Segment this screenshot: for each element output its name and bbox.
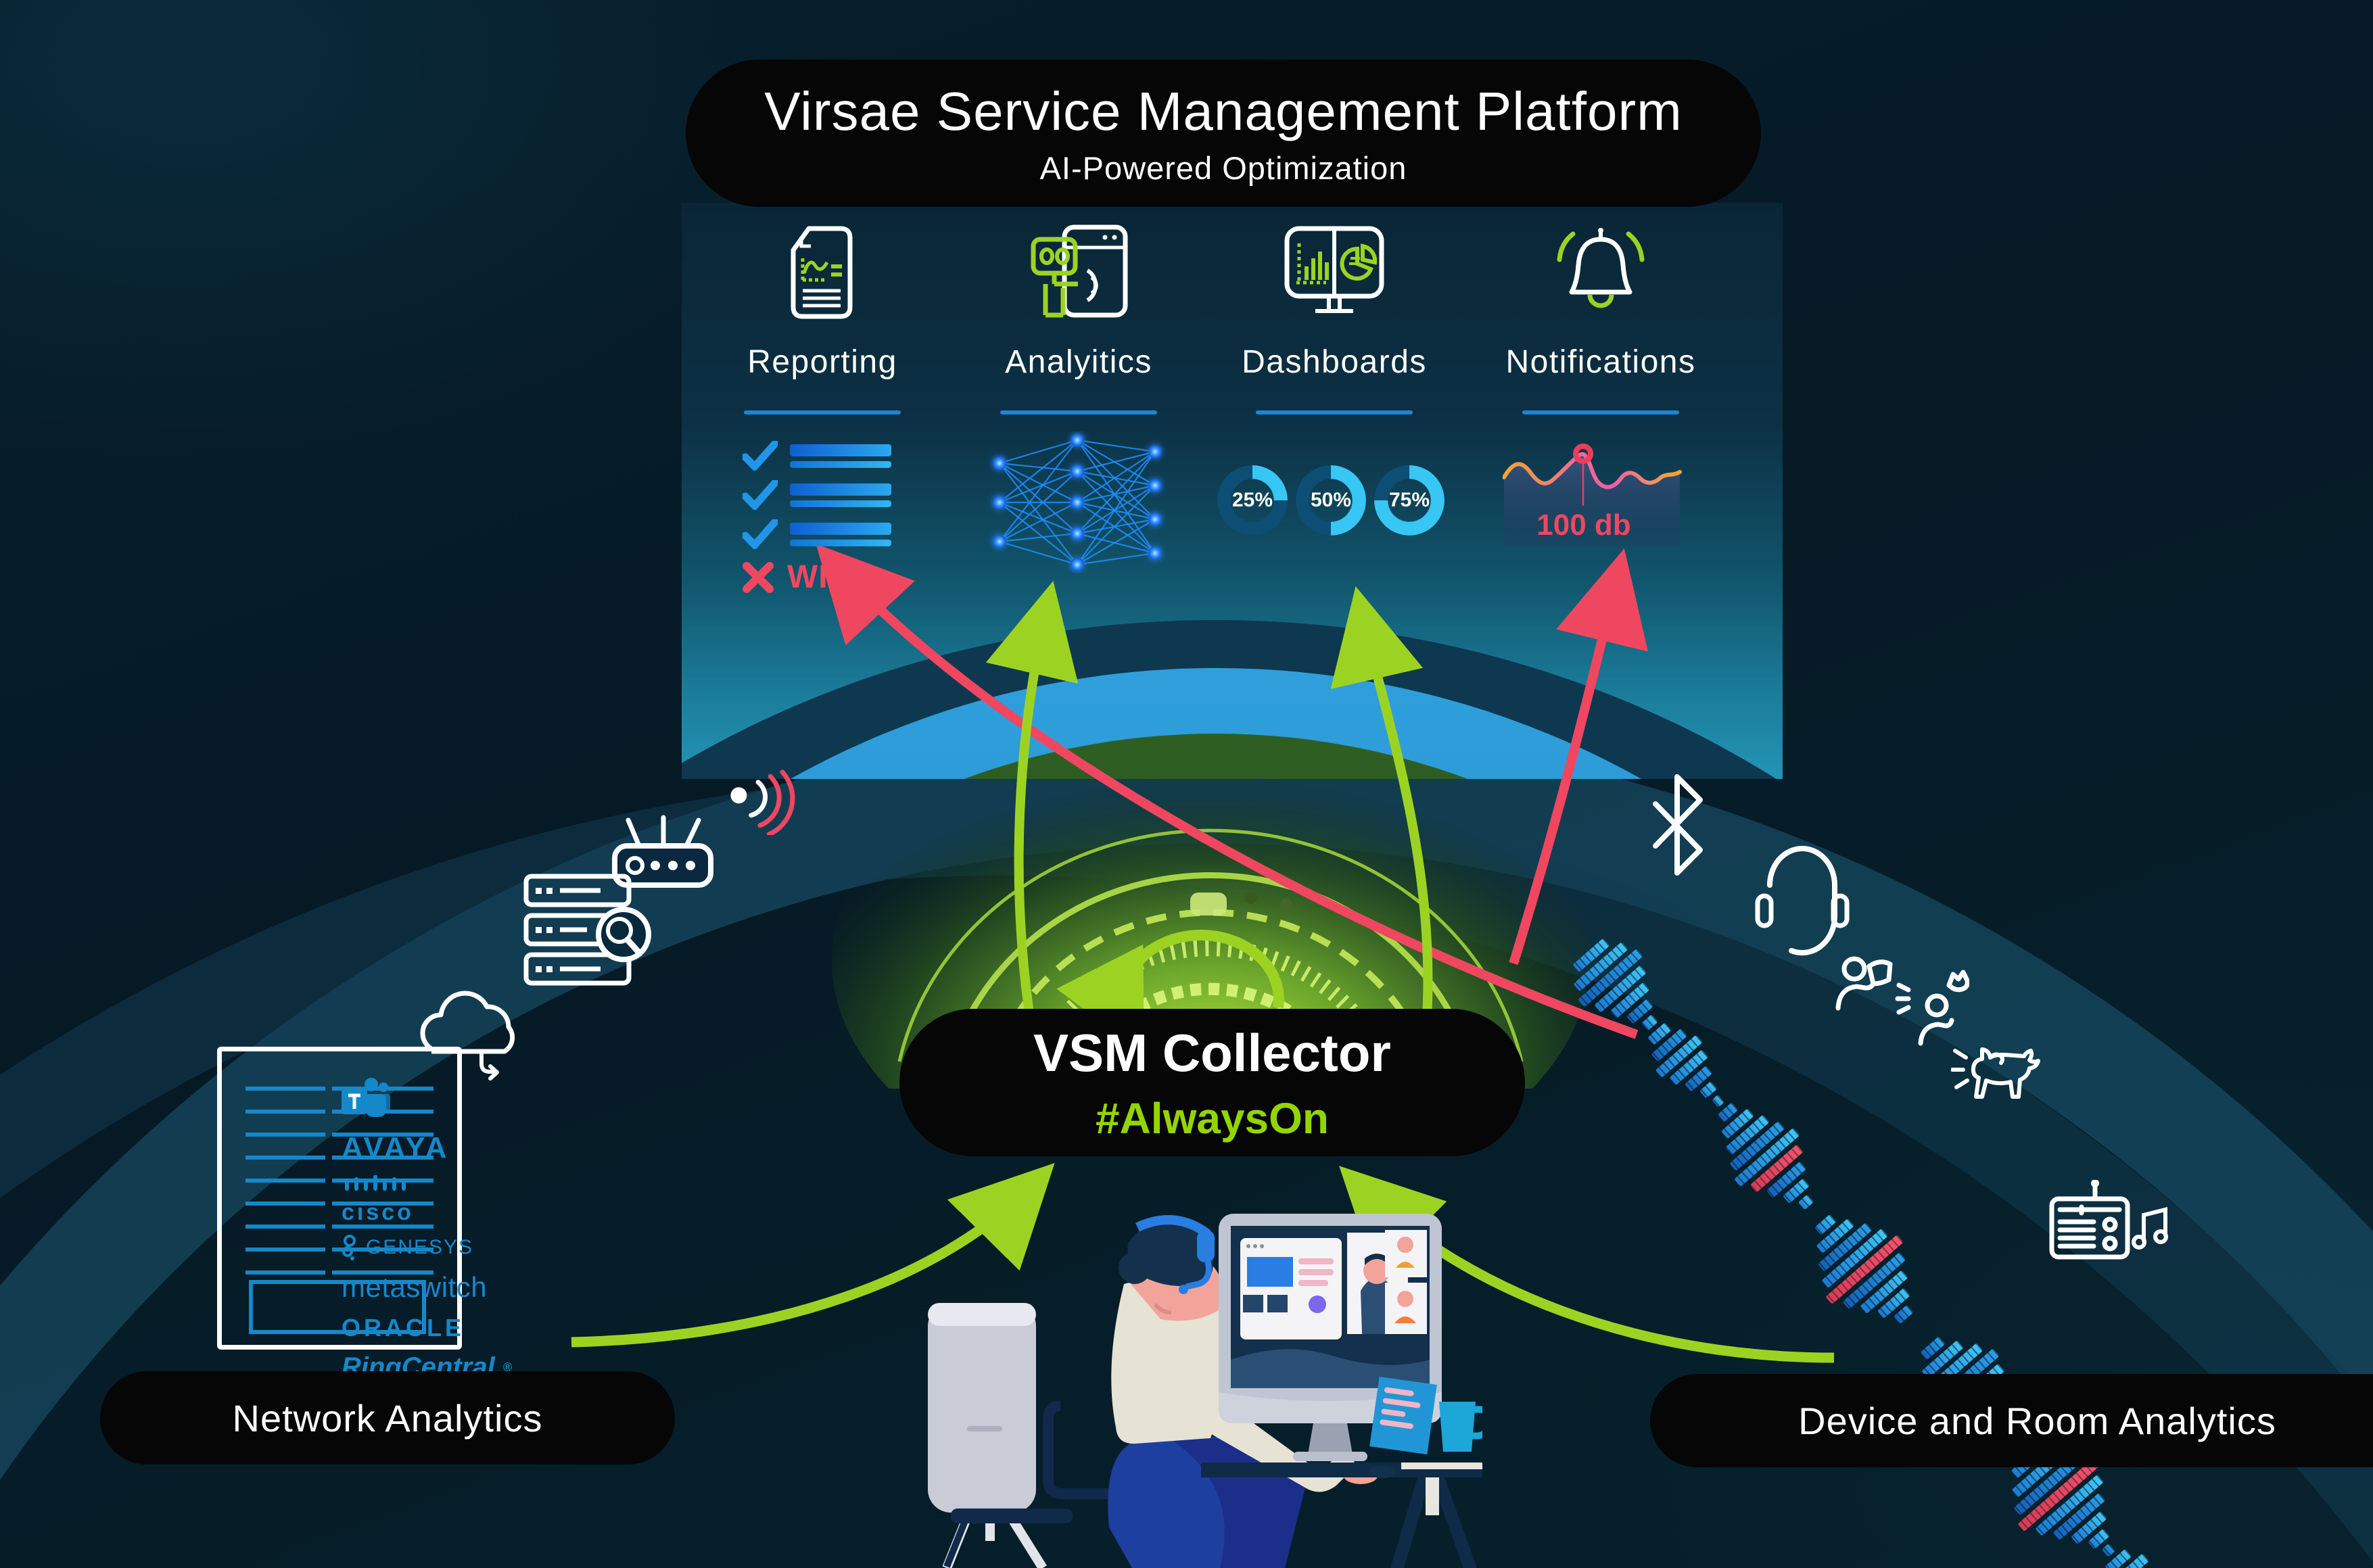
vendor-cisco: CISCO xyxy=(342,1175,512,1224)
feature-label: Dashboards xyxy=(1242,344,1427,380)
donut-value: 50% xyxy=(1310,489,1352,511)
feature-underline xyxy=(1256,410,1413,414)
donut-ring xyxy=(1296,465,1366,536)
noise-level-value: 100 db xyxy=(1536,508,1631,542)
equalizer-bar xyxy=(1798,1194,1814,1210)
router-icon xyxy=(612,815,713,888)
donut-ring xyxy=(1374,465,1444,536)
equalizer-bar xyxy=(1919,1333,1927,1341)
check-icon xyxy=(743,519,778,549)
platform-title: Virsae Service Management Platform xyxy=(764,80,1683,141)
donut-value: 25% xyxy=(1231,489,1273,511)
donut-gauge: 50% xyxy=(1296,465,1366,536)
feature-dashboards: Dashboards xyxy=(1192,223,1476,414)
noise-wave-graphic xyxy=(1503,444,1682,546)
wifi-fail-row: WIFI xyxy=(743,559,912,596)
collector-hashtag: #AlwaysOn xyxy=(1095,1093,1330,1143)
radio-music-icon xyxy=(2049,1180,2168,1260)
genesys-mark-icon xyxy=(342,1235,356,1260)
checklist-row xyxy=(743,480,912,510)
vendor-avaya: AVAYA xyxy=(342,1131,512,1165)
vendor-label: ORACLE xyxy=(342,1314,465,1341)
equalizer-bar xyxy=(2101,1543,2116,1557)
checklist-row xyxy=(743,441,912,471)
donut-value: 75% xyxy=(1388,489,1430,511)
wifi-fail-label: WIFI xyxy=(787,559,859,595)
people-talking-icon xyxy=(1835,956,1969,1046)
person-at-desk-illustration xyxy=(928,1214,1482,1568)
donut-gauges: 25% 50% 75% xyxy=(1217,465,1444,536)
monitor-charts-icon xyxy=(1284,226,1384,313)
feature-label: Notifications xyxy=(1505,344,1696,380)
vendor-metaswitch: metaswitch xyxy=(342,1271,512,1304)
feature-label: Analyitics xyxy=(1005,344,1152,380)
feature-analytics: Analyitics xyxy=(937,223,1221,414)
equalizer-bar xyxy=(1910,1321,1917,1330)
report-document-icon xyxy=(791,226,853,319)
equalizer-bar xyxy=(1712,1094,1725,1108)
feature-underline xyxy=(1522,410,1679,414)
donut-ring xyxy=(1217,465,1288,536)
dog-bark-icon xyxy=(1951,1047,2040,1099)
platform-title-pill: Virsae Service Management Platform AI-Po… xyxy=(686,60,1761,207)
bell-icon xyxy=(1557,228,1645,308)
cloud-icon xyxy=(420,991,515,1080)
network-analytics-pill: Network Analytics xyxy=(100,1371,675,1465)
equalizer-bar xyxy=(1894,1304,1914,1325)
wifi-signal-icon xyxy=(730,769,795,835)
headset-icon xyxy=(1755,846,1850,956)
wifi-checklist-graphic: WIFI xyxy=(743,441,912,596)
equalizer-bar xyxy=(1641,1014,1658,1031)
microsoft-teams-icon xyxy=(342,1078,390,1117)
noise-level-chart: 100 db xyxy=(1503,438,1683,557)
vendor-genesys: GENESYS xyxy=(342,1234,512,1261)
vendor-label: GENESYS xyxy=(366,1236,474,1258)
platform-subtitle: AI-Powered Optimization xyxy=(1039,149,1407,186)
neural-network-graphic xyxy=(993,433,1162,571)
donut-gauge: 75% xyxy=(1374,465,1444,536)
donut-gauge: 25% xyxy=(1217,465,1288,536)
check-icon xyxy=(743,480,778,510)
checklist-row xyxy=(743,519,912,549)
feature-underline xyxy=(1000,410,1157,414)
device-room-analytics-pill: Device and Room Analytics xyxy=(1650,1374,2373,1467)
server-search-icon xyxy=(523,874,651,986)
cisco-bars-icon xyxy=(345,1175,406,1191)
vendor-label: metaswitch xyxy=(342,1271,488,1303)
check-icon xyxy=(743,441,778,471)
vendor-label: AVAYA xyxy=(342,1131,450,1164)
feature-reporting: Reporting xyxy=(680,223,964,414)
vendor-oracle: ORACLE xyxy=(342,1314,512,1342)
network-analytics-label: Network Analytics xyxy=(232,1396,543,1440)
feature-underline xyxy=(744,410,901,414)
vsm-collector-pill: VSM Collector #AlwaysOn xyxy=(899,1009,1525,1156)
server-door-panel xyxy=(249,1280,426,1334)
feature-label: Reporting xyxy=(747,344,897,380)
robot-analytics-icon xyxy=(1031,224,1128,318)
feature-notifications: Notifications xyxy=(1459,223,1743,414)
device-room-analytics-label: Device and Room Analytics xyxy=(1798,1399,2276,1442)
collector-title: VSM Collector xyxy=(1033,1022,1391,1083)
server-slot-column xyxy=(245,1087,325,1289)
x-mark-icon xyxy=(743,561,774,593)
bluetooth-icon xyxy=(1653,774,1703,876)
equalizer-bar xyxy=(1699,1081,1718,1099)
vendor-label: CISCO xyxy=(342,1199,414,1225)
equalizer-bar xyxy=(1812,1209,1819,1218)
